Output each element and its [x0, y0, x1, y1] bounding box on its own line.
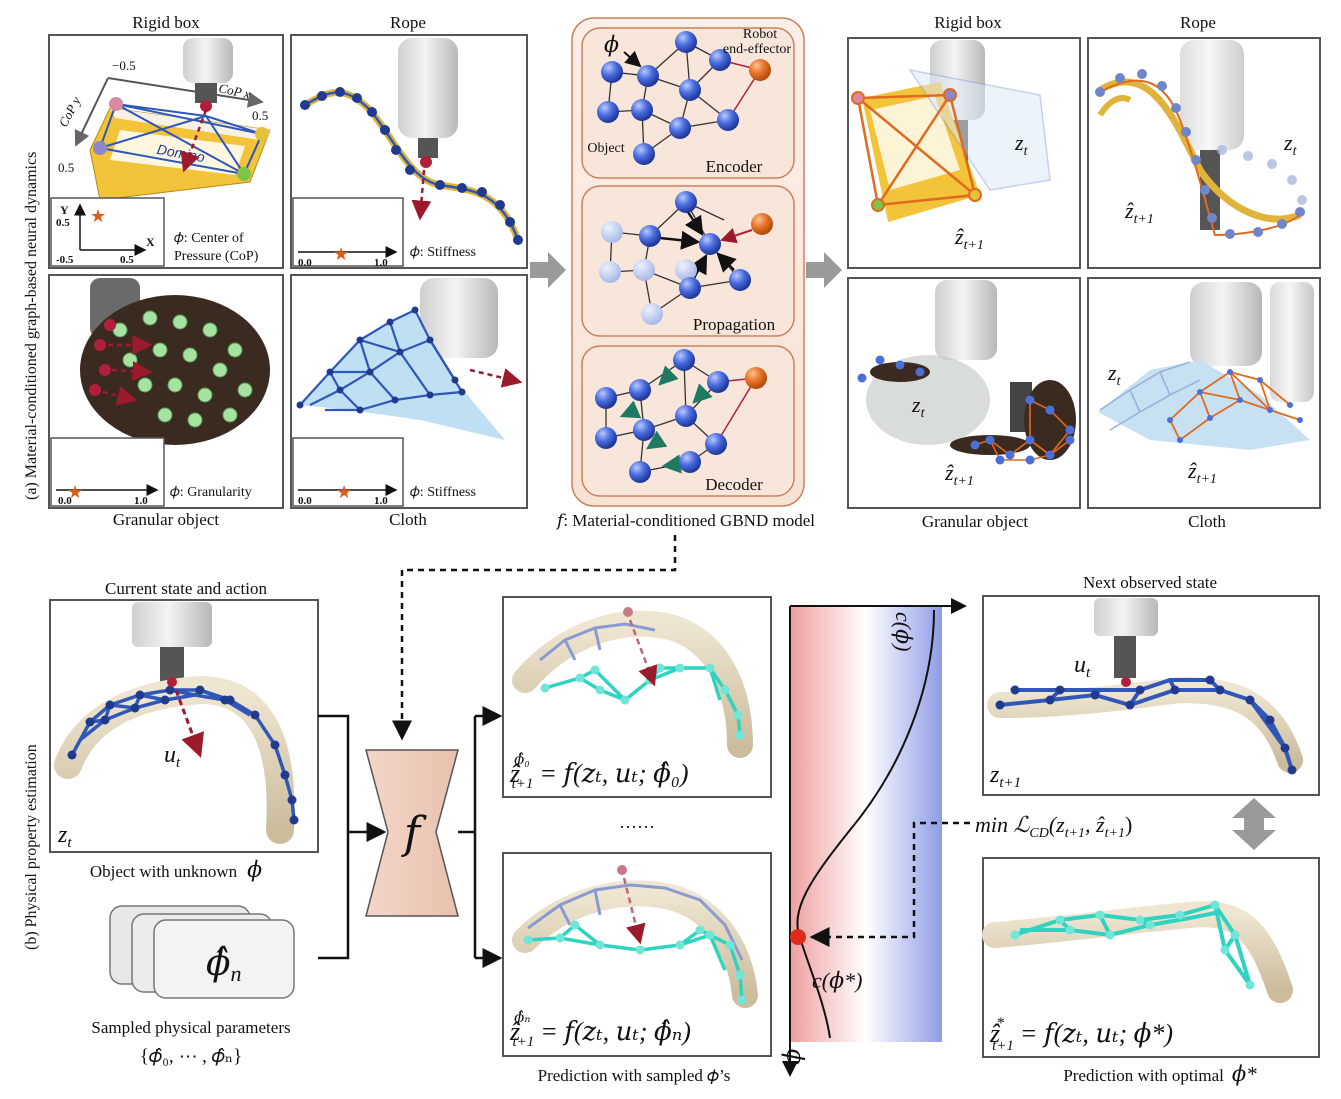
- cloth-phi: 𝜙: Stiffness: [410, 485, 476, 500]
- out-rope-panel: zt ẑt+1: [1087, 37, 1321, 269]
- propagation-label: Propagation: [693, 315, 776, 334]
- inset-y-top: 0.5: [56, 217, 70, 229]
- granular-scale-min: 0.0: [58, 495, 72, 507]
- rigid-box-panel: Domino CoP x CoP y −0.5 0.5 0.5 ★ Y X 0.…: [48, 34, 284, 269]
- next-state-panel: ut zt+1: [982, 595, 1320, 796]
- rope-scale-max: 1.0: [374, 257, 388, 269]
- model-box: 𝜙 Robot end-effector Object Encoder Prop…: [571, 17, 805, 507]
- out-cloth-zhat: ẑt+1: [1187, 458, 1217, 487]
- inputs-to-f-connector: [318, 714, 387, 960]
- granular-scale-max: 1.0: [134, 495, 148, 507]
- svg-text:★: ★: [90, 206, 106, 226]
- svg-text:★: ★: [333, 244, 349, 264]
- out-rope-z: zt: [1283, 130, 1298, 159]
- model-caption: 𝑓: Material-conditioned GBND model: [555, 511, 815, 530]
- arrow-to-outputs: [806, 252, 842, 288]
- side-label-b: (b) Physical property estimation: [23, 744, 40, 950]
- out-rigid-z: zt: [1014, 130, 1029, 159]
- optimal-formula: ẑ*t+1= 𝑓(𝑧ₜ, 𝑢ₜ; 𝜙*): [989, 1015, 1173, 1054]
- loss-label: min ℒCD(zt+1, ẑt+1): [975, 812, 1132, 841]
- next-u: ut: [1074, 652, 1091, 681]
- robot-label-2: end-effector: [723, 42, 791, 57]
- rigid-box-phi-2: Pressure (CoP): [174, 249, 259, 264]
- out-cloth-panel: zt ẑt+1: [1087, 277, 1321, 509]
- side-label-a: (a) Material-conditioned graph-based neu…: [23, 152, 40, 500]
- granular-panel: ★ 0.0 1.0 𝜙: Granularity: [48, 274, 284, 509]
- sampled-set: {𝜙̂₀, ⋯ , 𝜙̂ₙ}: [140, 1046, 242, 1067]
- rigid-box-title: Rigid box: [132, 13, 200, 32]
- out-rope-title: Rope: [1180, 13, 1216, 32]
- object-label: Object: [587, 141, 624, 156]
- next-z: zt+1: [989, 762, 1021, 791]
- cloth-scale-min: 0.0: [298, 495, 312, 507]
- compare-double-arrow: [1232, 798, 1276, 850]
- cop-x-label: CoP x: [217, 80, 252, 101]
- current-u: ut: [164, 742, 181, 771]
- arrow-to-model: [530, 252, 566, 288]
- rope-scale-min: 0.0: [298, 257, 312, 269]
- model-phi: 𝜙: [604, 32, 619, 57]
- rope-title: Rope: [390, 13, 426, 32]
- out-granular-z: zt: [911, 392, 926, 421]
- current-state-panel: ut zt: [49, 599, 319, 853]
- decoder-label: Decoder: [705, 475, 763, 494]
- svg-text:★: ★: [67, 482, 83, 502]
- out-granular-panel: zt ẑt+1: [847, 277, 1081, 509]
- next-title: Next observed state: [1083, 573, 1217, 592]
- current-title: Current state and action: [105, 579, 267, 598]
- f-to-predictions-connector: [458, 706, 503, 968]
- cop-tick-x: 0.5: [252, 108, 268, 123]
- out-granular-zhat: ẑt+1: [944, 460, 974, 489]
- encoder-label: Encoder: [706, 157, 763, 176]
- rope-panel: ★ 0.0 1.0 𝜙: Stiffness: [290, 34, 528, 269]
- cloth-title: Cloth: [389, 510, 427, 529]
- robot-label-1: Robot: [743, 27, 777, 42]
- rope-phi: 𝜙: Stiffness: [410, 245, 476, 260]
- granular-phi: 𝜙: Granularity: [170, 485, 252, 500]
- out-rigid-panel: zt ẑt+1: [847, 37, 1081, 269]
- cop-tick-neg: −0.5: [112, 58, 136, 73]
- sampled-cards: 𝜙̂n: [109, 905, 295, 999]
- cost-curve-panel: c(𝜙) c(𝜙*) 𝜙: [780, 598, 967, 1077]
- sampled-caption: Sampled physical parameters: [91, 1018, 290, 1037]
- out-rigid-zhat: ẑt+1: [954, 224, 984, 253]
- out-cloth-z: zt: [1107, 360, 1122, 389]
- inset-y: Y: [60, 203, 69, 217]
- cloth-scale-max: 1.0: [374, 495, 388, 507]
- out-rigid-title: Rigid box: [934, 13, 1002, 32]
- out-rope-zhat: ẑt+1: [1124, 198, 1154, 227]
- rigid-box-phi-1: 𝜙: Center of: [174, 231, 244, 246]
- optimal-panel: ẑ*t+1= 𝑓(𝑧ₜ, 𝑢ₜ; 𝜙*): [982, 857, 1320, 1058]
- cost-c-phi-star: c(𝜙*): [812, 968, 862, 993]
- inset-x-min: -0.5: [56, 254, 74, 266]
- sampled-card-label: 𝜙̂n: [206, 943, 242, 986]
- inset-x: X: [146, 235, 155, 249]
- ellipsis: ……: [619, 812, 655, 832]
- prediction-caption: Prediction with sampled 𝜙’s: [538, 1066, 731, 1085]
- out-granular-title: Granular object: [922, 512, 1028, 531]
- svg-text:★: ★: [336, 482, 352, 502]
- current-z: zt: [57, 822, 72, 851]
- out-cloth-title: Cloth: [1188, 512, 1226, 531]
- cop-tick-y: 0.5: [58, 160, 74, 175]
- cost-axis-label: 𝜙: [780, 1049, 806, 1065]
- f-model-block: 𝑓: [365, 749, 459, 917]
- cost-c-phi: c(𝜙): [891, 612, 916, 651]
- loss-connector: [809, 821, 970, 947]
- granular-title: Granular object: [113, 510, 219, 529]
- cloth-panel: ★ 0.0 1.0 𝜙: Stiffness: [290, 274, 528, 509]
- inset-x-max: 0.5: [120, 254, 134, 266]
